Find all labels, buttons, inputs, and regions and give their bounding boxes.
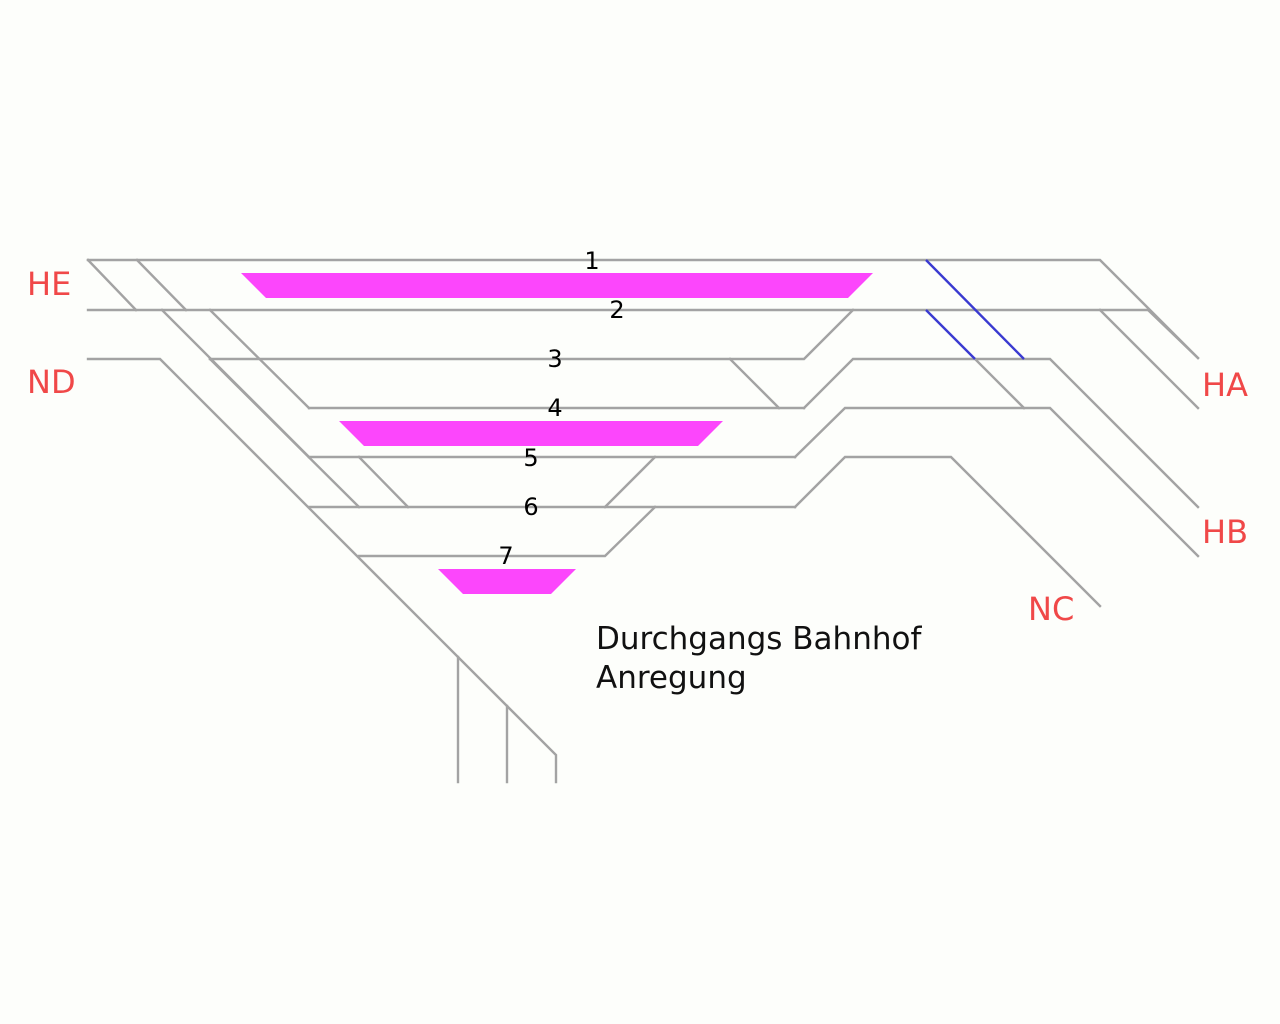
crossover-3-4 (728, 357, 781, 410)
blue-crossover-lower (925, 309, 976, 360)
caption: Durchgangs Bahnhof Anregung (596, 621, 922, 696)
blue-crossover-upper (925, 259, 1025, 360)
platform-3 (438, 569, 576, 594)
line-label-nc: NC (1028, 590, 1074, 628)
line-label-nd: ND (27, 363, 76, 401)
track-number-5: 5 (523, 444, 538, 472)
track-number-7: 7 (498, 542, 513, 570)
track-5-right (793, 455, 1102, 608)
connector-2-4 (208, 308, 311, 410)
track-7 (357, 505, 657, 558)
connector-1-2-outer (86, 258, 138, 312)
line-labels: HE ND HA HB NC (27, 265, 1248, 628)
track-number-1: 1 (584, 247, 599, 275)
track-2-branch-ha (1098, 308, 1200, 410)
track-number-4: 4 (547, 394, 562, 422)
track-3-right (802, 357, 1200, 509)
track-2-lead-right (1146, 308, 1200, 360)
connector-1-2-inner (135, 258, 188, 312)
platform-2 (339, 421, 723, 446)
line-label-ha: HA (1202, 366, 1248, 404)
tracks (86, 258, 1200, 784)
crossover-5-6-right (603, 455, 657, 509)
crossover-5-6-left (357, 455, 410, 509)
caption-line-2: Anregung (596, 660, 747, 696)
platform-1 (241, 273, 873, 298)
track-numbers: 1 2 3 4 5 6 7 (498, 247, 624, 570)
connector-3-6 (208, 357, 361, 509)
platforms (241, 273, 873, 594)
track-number-2: 2 (609, 296, 624, 324)
track-3 (208, 308, 855, 361)
blue-crossovers (925, 259, 1025, 360)
line-label-hb: HB (1202, 513, 1248, 551)
connector-ha-hb (973, 357, 1026, 410)
track-4-right (793, 406, 1200, 558)
track-number-3: 3 (547, 345, 562, 373)
track-number-6: 6 (523, 493, 538, 521)
line-label-he: HE (27, 265, 71, 303)
caption-line-1: Durchgangs Bahnhof (596, 621, 922, 657)
